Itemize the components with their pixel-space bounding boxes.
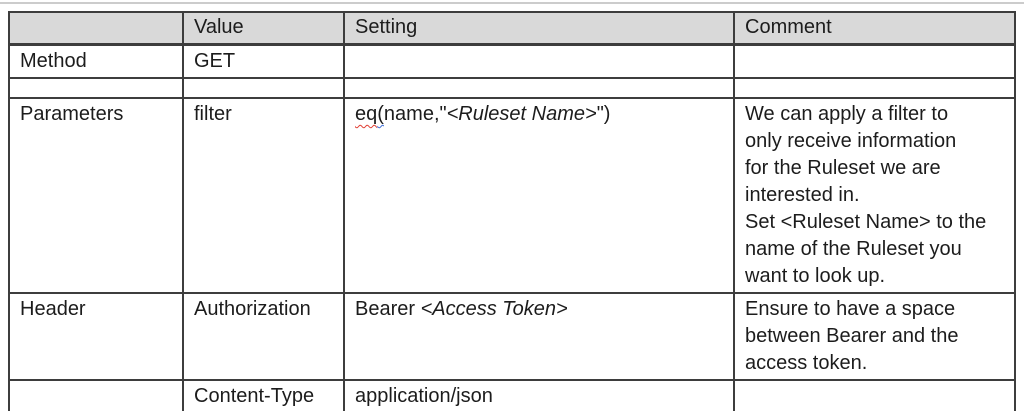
authorization-setting: Bearer <Access Token> — [343, 292, 735, 381]
setting-args-text: name," — [383, 103, 447, 125]
authorization-value: Authorization — [182, 292, 345, 381]
bearer-text: Bearer — [355, 298, 421, 320]
comment-line: interested in. — [745, 184, 860, 206]
comment-line: Set <Ruleset Name> to the — [745, 211, 987, 233]
page-edge-divider — [0, 2, 1024, 4]
content-type-blank — [8, 379, 184, 411]
content-type-setting: application/json — [343, 379, 735, 411]
request-config-table: Value Setting Comment Method GET Paramet… — [8, 11, 1016, 411]
header-label: Header — [8, 292, 184, 381]
comment-line: only receive information — [745, 130, 957, 152]
table-row-parameters: Parameters filter eq(name,"<Ruleset Name… — [8, 97, 1016, 294]
comment-line: name of the Ruleset you — [745, 238, 962, 260]
grammar-flag-text: ( — [377, 103, 384, 125]
header-cell-blank — [8, 11, 184, 46]
method-comment — [733, 43, 1016, 79]
access-token-placeholder: <Access Token> — [420, 298, 568, 320]
comment-line: for the Ruleset we are — [745, 157, 941, 179]
parameters-setting: eq(name,"<Ruleset Name>") — [343, 97, 735, 294]
table-row-method: Method GET — [8, 43, 1016, 79]
parameters-value: filter — [182, 97, 345, 294]
table-row-blank — [8, 77, 1016, 99]
content-type-value: Content-Type — [182, 379, 345, 411]
setting-close-text: ") — [596, 103, 611, 125]
misspelled-text: eq — [355, 103, 378, 125]
blank-cell — [733, 77, 1016, 99]
table-row-content-type: Content-Type application/json — [8, 379, 1016, 411]
header-cell-setting: Setting — [343, 11, 735, 46]
authorization-comment: Ensure to have a space between Bearer an… — [733, 292, 1016, 381]
comment-line: access token. — [745, 352, 868, 374]
table-row-header-authorization: Header Authorization Bearer <Access Toke… — [8, 292, 1016, 381]
comment-line: between Bearer and the — [745, 325, 959, 347]
header-cell-comment: Comment — [733, 11, 1016, 46]
ruleset-name-placeholder: <Ruleset Name> — [446, 103, 597, 125]
blank-cell — [343, 77, 735, 99]
comment-line: Ensure to have a space — [745, 298, 956, 320]
table-header-row: Value Setting Comment — [8, 11, 1016, 46]
header-cell-value: Value — [182, 11, 345, 46]
content-type-comment — [733, 379, 1016, 411]
blank-cell — [182, 77, 345, 99]
parameters-comment: We can apply a filter to only receive in… — [733, 97, 1016, 294]
comment-line: want to look up. — [745, 265, 886, 287]
parameters-label: Parameters — [8, 97, 184, 294]
method-value: GET — [182, 43, 345, 79]
method-label: Method — [8, 43, 184, 79]
comment-line: We can apply a filter to — [745, 103, 949, 125]
blank-cell — [8, 77, 184, 99]
method-setting — [343, 43, 735, 79]
